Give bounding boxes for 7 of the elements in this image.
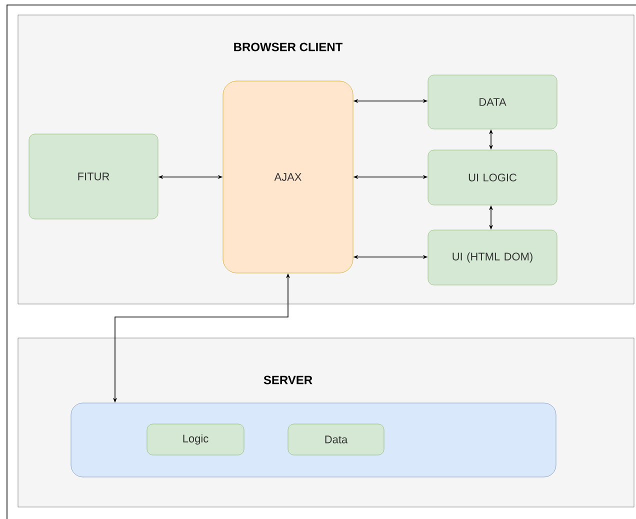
component-box: UI LOGIC [428, 150, 558, 206]
component-box: DATA [428, 74, 558, 130]
component-box: Data [288, 424, 384, 456]
component-box: FITUR [28, 134, 158, 220]
component-box: UI (HTML DOM) [428, 230, 558, 286]
component-box: Logic [146, 424, 244, 456]
ajax-box: AJAX [222, 80, 354, 274]
